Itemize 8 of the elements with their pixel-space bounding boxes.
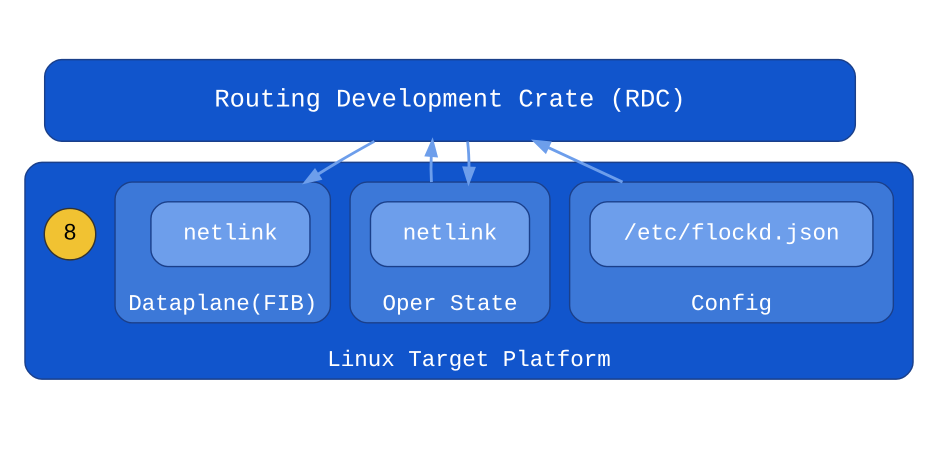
arrow (462, 140, 476, 186)
node-box: netlink (150, 200, 311, 267)
node-circle: 8 (44, 207, 96, 260)
arrow (302, 140, 376, 184)
node-box: netlink (370, 200, 530, 267)
node-box: /etc/flockd.json (589, 200, 874, 267)
arrow (424, 136, 438, 182)
node-box: Routing Development Crate (RDC) (44, 58, 856, 142)
